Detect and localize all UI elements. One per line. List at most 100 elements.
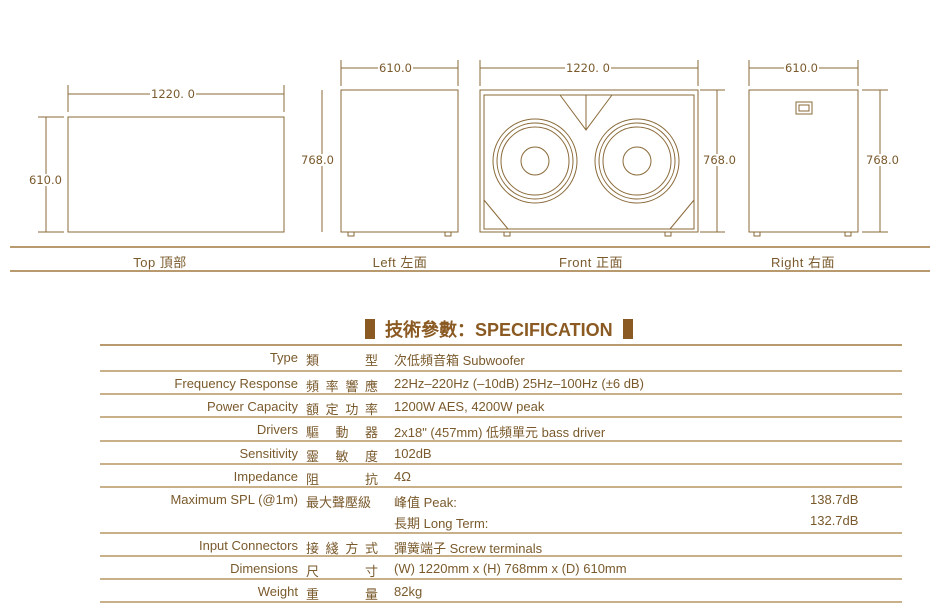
top-depth-dimension: 610.0 [28,173,63,187]
spec-label-cn-char: 類 [306,353,320,368]
spec-label-cn: 接綫方式 [306,538,378,557]
spec-label-cn-char: 最大聲壓級 [306,495,372,510]
spec-label-cn-char: 功 [345,402,359,417]
spec-row: Sensitivity 靈敏度 102dB [100,442,902,465]
spec-label: Weight [257,584,298,599]
spec-value-text: 2x18" (457mm) 低頻單元 bass driver [394,425,606,440]
spec-label-cn-char: 率 [364,402,378,417]
spec-label-cn-char: 靈 [306,449,320,464]
spec-label-cn-char: 度 [364,449,378,464]
spec-label-cn-char: 響 [345,379,359,394]
spec-value: 彈簧端子 Screw terminals [394,538,542,557]
spec-value: 峰值 Peak: 138.7dB [394,492,858,511]
spec-label-cn: 阻抗 [306,469,378,488]
spec-value-2-number: 132.7dB [810,513,859,528]
top-view-drawing [38,85,285,233]
spec-label-cn-char: 驅 [306,425,320,440]
spec-label: Type [269,350,298,365]
spec-label-cn-char: 綫 [325,541,339,556]
spec-value: 1200W AES, 4200W peak [394,399,544,414]
spec-label: Dimensions [230,561,298,576]
view-label-front: Front 正面 [559,255,623,270]
spec-value-text: 4Ω [394,469,411,484]
spec-value: 82kg [394,584,422,599]
spec-row: Input Connectors 接綫方式 彈簧端子 Screw terminals [100,534,902,557]
left-view-drawing [321,60,459,237]
spec-value-text: 峰值 Peak: [394,495,457,510]
spec-value: 22Hz–220Hz (–10dB) 25Hz–100Hz (±6 dB) [394,376,644,391]
spec-label: Maximum SPL (@1m) [170,492,298,507]
spec-label: Input Connectors [198,538,298,553]
spec-value: (W) 1220mm x (H) 768mm x (D) 610mm [394,561,627,576]
spec-label-cn: 靈敏度 [306,446,378,465]
spec-label: Drivers [256,422,298,437]
spec-label-cn-char: 敏 [335,449,349,464]
spec-value-number: 138.7dB [810,492,859,507]
left-height-dimension: 768.0 [300,153,335,167]
spec-label-cn: 驅動器 [306,422,378,441]
heading-bar-icon [622,319,633,339]
spec-value-text: 次低頻音箱 Subwoofer [394,353,525,368]
spec-label: Sensitivity [239,446,298,461]
spec-label-cn-char: 接 [306,541,320,556]
spec-label-cn-char: 重 [306,587,320,602]
view-label-top: Top 頂部 [133,255,187,270]
spec-value-text: 1200W AES, 4200W peak [394,399,545,414]
spec-value-text: (W) 1220mm x (H) 768mm x (D) 610mm [394,561,627,576]
spec-label-cn: 尺寸 [306,561,378,580]
spec-value-text: 82kg [394,584,423,599]
spec-label-cn-char: 阻 [306,472,320,487]
spec-label-cn: 頻率響應 [306,376,378,395]
spec-row: Maximum SPL (@1m) 最大聲壓級 峰值 Peak: 138.7dB 長期 … [100,488,902,534]
view-label-left: Left 左面 [372,255,428,270]
spec-value-text: 22Hz–220Hz (–10dB) 25Hz–100Hz (±6 dB) [394,376,644,391]
spec-label-cn-char: 額 [306,402,320,417]
top-width-dimension: 1220. 0 [150,87,196,101]
spec-value-2: 長期 Long Term: 132.7dB [394,513,858,532]
spec-label-cn: 額定功率 [306,399,378,418]
spec-value: 102dB [394,446,432,461]
front-view-drawing [479,60,725,237]
spec-value: 2x18" (457mm) 低頻單元 bass driver [394,422,605,441]
heading-text: 技術參數：SPECIFICATION [385,320,613,340]
spec-label-cn-char: 量 [364,587,378,602]
front-height-dimension: 768.0 [702,153,737,167]
spec-value: 次低頻音箱 Subwoofer [394,350,525,369]
spec-label-cn-char: 定 [325,402,339,417]
spec-label-cn: 類型 [306,350,378,369]
spec-row: Drivers 驅動器 2x18" (457mm) 低頻單元 bass driver [100,418,902,442]
spec-label-cn-char: 頻 [306,379,320,394]
spec-label-cn: 最大聲壓級 [306,492,378,511]
spec-label-cn-char: 尺 [306,564,320,579]
front-width-dimension: 1220. 0 [565,61,611,75]
spec-label-cn: 重量 [306,584,378,603]
spec-label-cn-char: 寸 [364,564,378,579]
view-label-right: Right 右面 [771,255,835,270]
left-depth-dimension: 610.0 [378,61,413,75]
spec-label-cn-char: 動 [335,425,349,440]
right-view-drawing [748,60,888,237]
right-height-dimension: 768.0 [865,153,900,167]
spec-label: Impedance [233,469,298,484]
spec-label-cn-char: 方 [345,541,359,556]
spec-label-cn-char: 型 [364,353,378,368]
spec-label-cn-char: 應 [364,379,378,394]
spec-value-text: 102dB [394,446,432,461]
spec-value-2-text: 長期 Long Term: [394,516,489,531]
spec-label-cn-char: 器 [364,425,378,440]
heading-bar-icon [365,319,375,339]
spec-label: Power Capacity [206,399,298,414]
spec-row: Power Capacity 額定功率 1200W AES, 4200W peak [100,395,902,418]
spec-label-cn-char: 率 [325,379,339,394]
spec-value: 4Ω [394,469,411,484]
spec-label-cn-char: 抗 [364,472,378,487]
specification-heading: 技術參數：SPECIFICATION [365,316,633,342]
spec-value-text: 彈簧端子 Screw terminals [394,541,543,556]
